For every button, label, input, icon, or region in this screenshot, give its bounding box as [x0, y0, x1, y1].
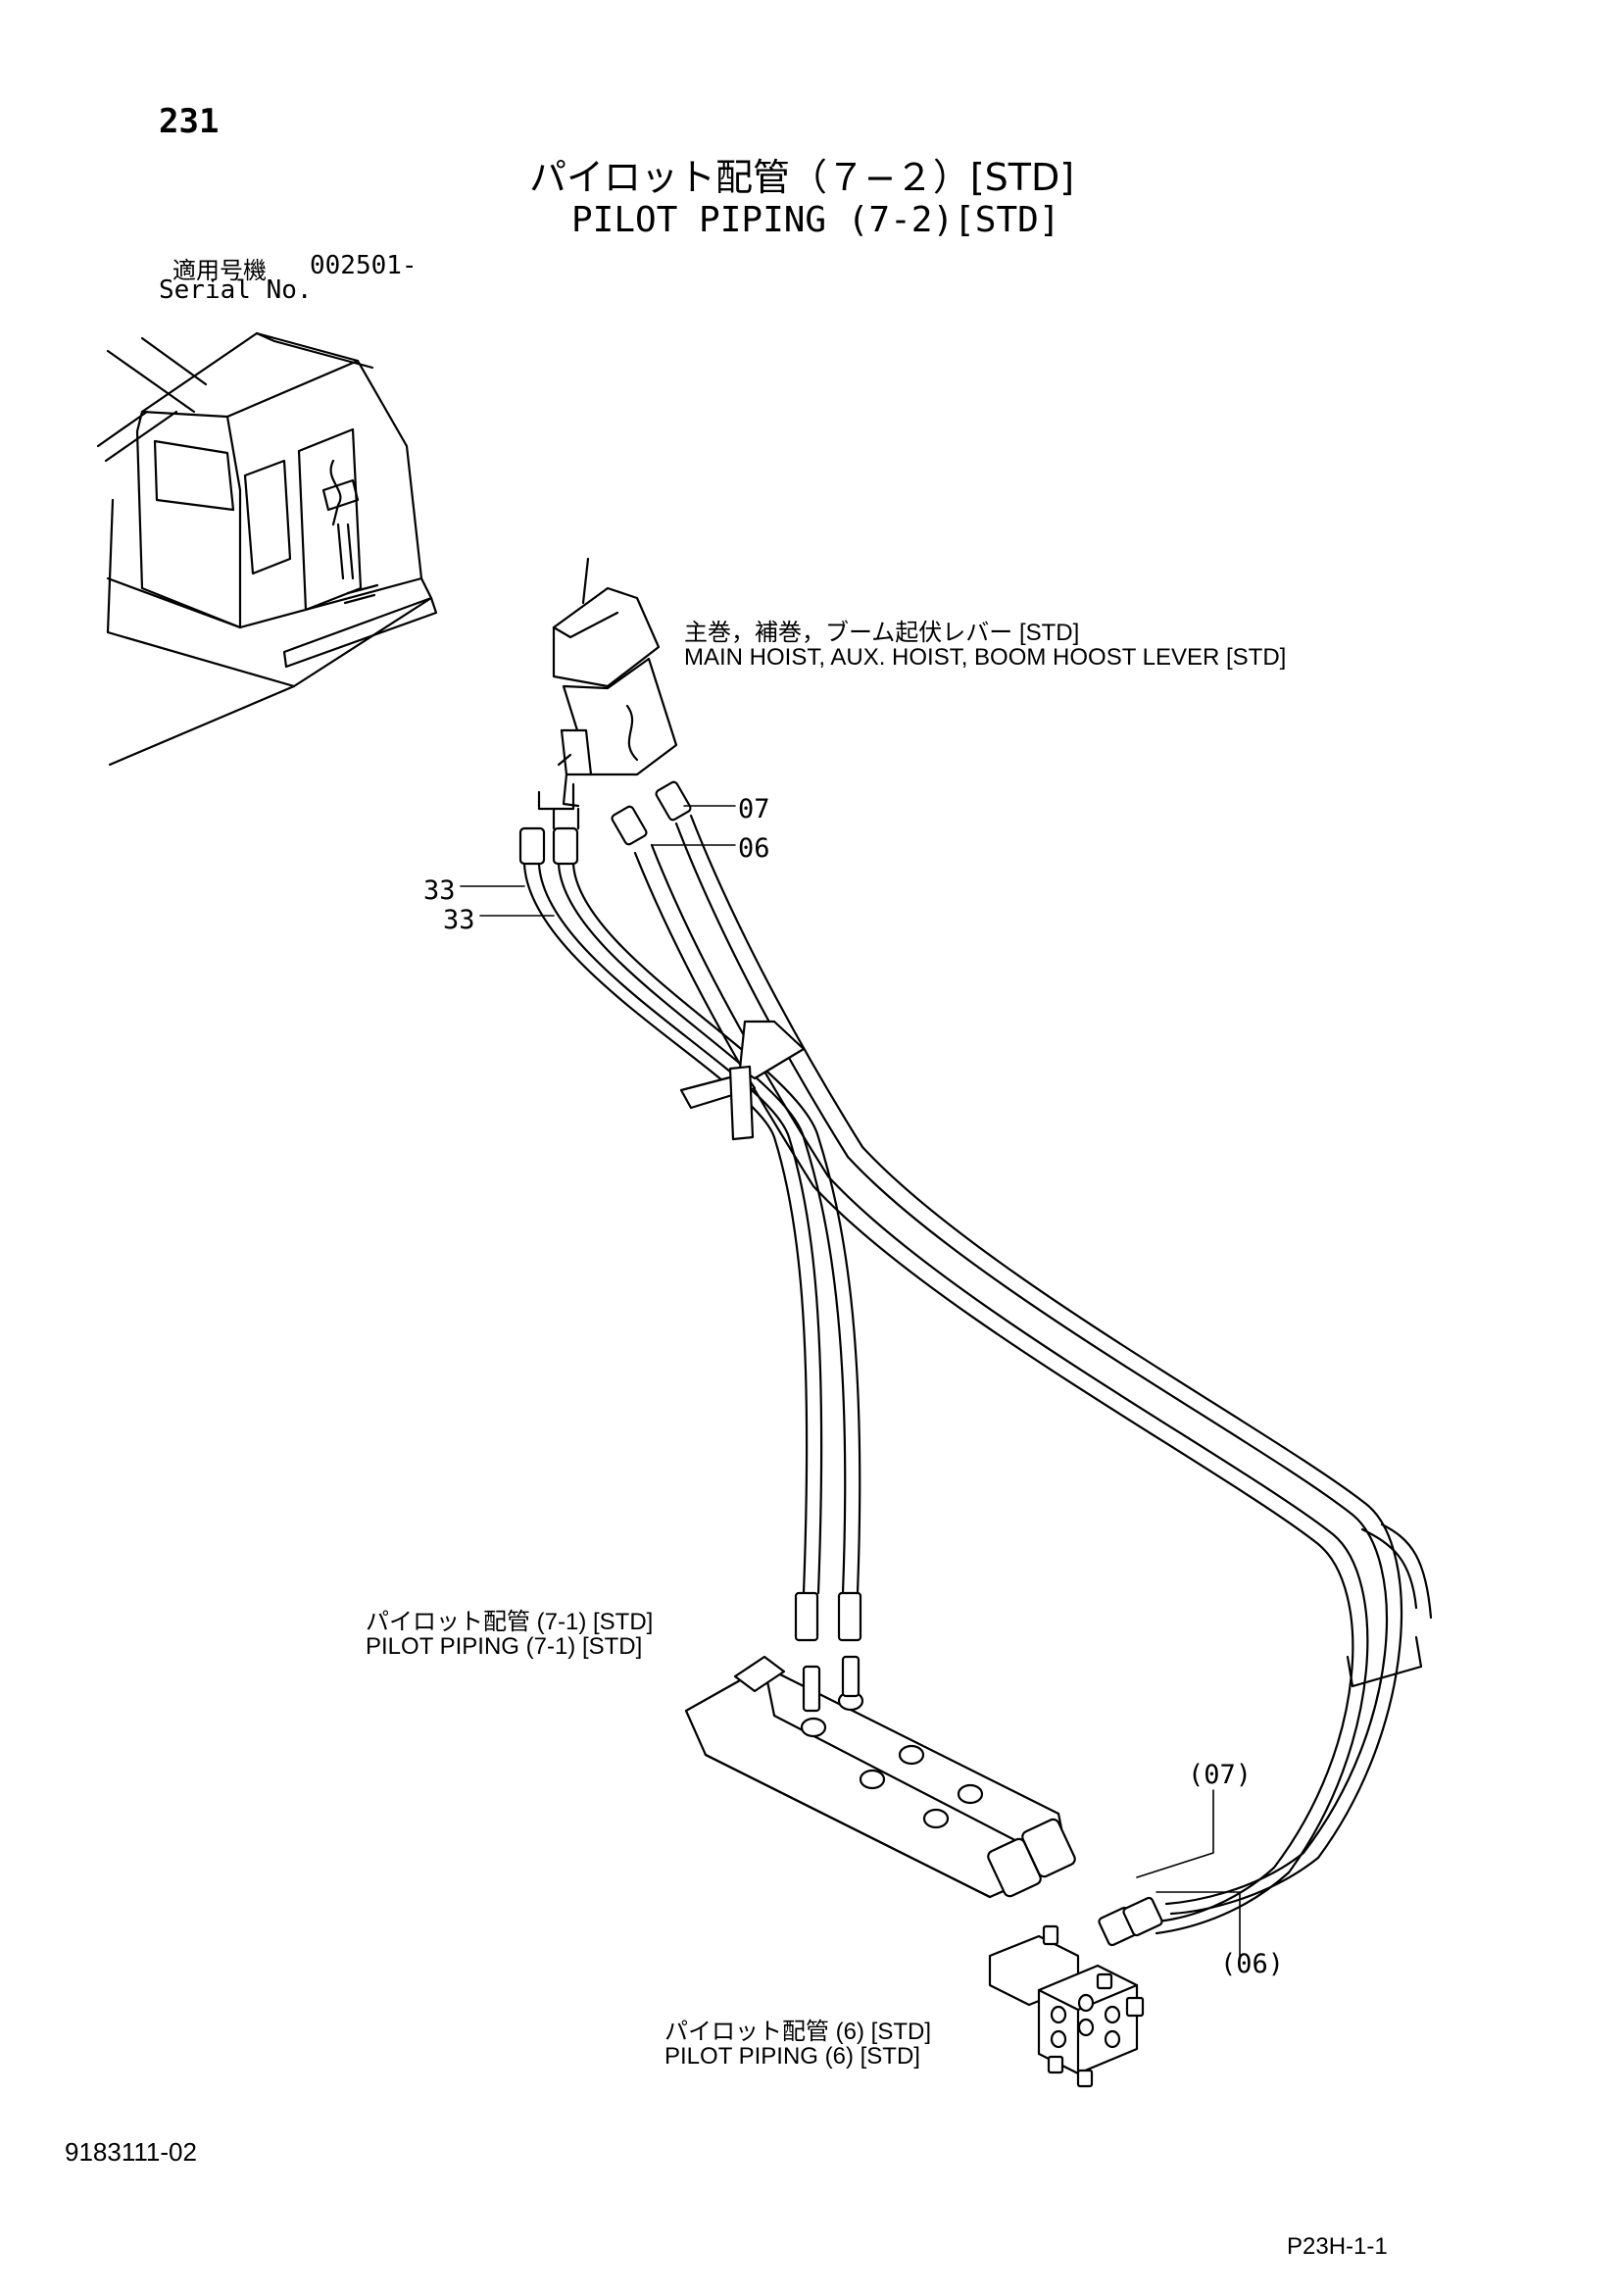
serial-value: 002501- [310, 251, 418, 280]
pilot-piping-6-callout-japanese: パイロット配管 (6) [STD] [664, 2019, 932, 2045]
pilot-piping-6-valve-block [988, 1896, 1163, 2088]
title-japanese: パイロット配管（７−２）[STD] [529, 156, 1075, 199]
page-number: 231 [159, 102, 220, 141]
part-ref-06: 06 [738, 833, 770, 864]
part-ref-33-lower: 33 [443, 905, 475, 935]
pilot-piping-7-1-manifold [684, 1591, 1076, 1899]
part-ref-07-paren: (07) [1188, 1760, 1253, 1790]
lever-callout-japanese: 主巻，補巻，ブーム起伏レバー [STD] [684, 620, 1080, 646]
serial-label-english: Serial No. [159, 275, 313, 305]
document-number: 9183111-02 [65, 2137, 197, 2167]
crane-cab-illustration [96, 331, 438, 767]
hose-clamp-bracket [679, 1020, 806, 1141]
part-ref-07: 07 [738, 794, 770, 824]
lever-callout-english: MAIN HOIST, AUX. HOIST, BOOM HOOST LEVER… [684, 644, 1287, 671]
hoses-06-07 [633, 814, 1433, 1935]
title-english: PILOT PIPING (7-2)[STD] [571, 200, 1060, 240]
page-code: P23H-1-1 [1287, 2233, 1388, 2260]
pilot-piping-7-1-callout-english: PILOT PIPING (7-1) [STD] [366, 1633, 643, 1660]
part-ref-33-upper: 33 [423, 875, 456, 906]
part-ref-06-paren: (06) [1220, 1949, 1285, 1979]
serial-label-japanese: 適用号機 [172, 257, 267, 284]
pilot-piping-7-1-callout-japanese: パイロット配管 (7-1) [STD] [366, 1609, 654, 1635]
hoses-33 [522, 862, 861, 1595]
lever-fittings [518, 780, 692, 866]
pilot-piping-6-callout-english: PILOT PIPING (6) [STD] [664, 2043, 920, 2070]
control-lever [552, 557, 678, 808]
